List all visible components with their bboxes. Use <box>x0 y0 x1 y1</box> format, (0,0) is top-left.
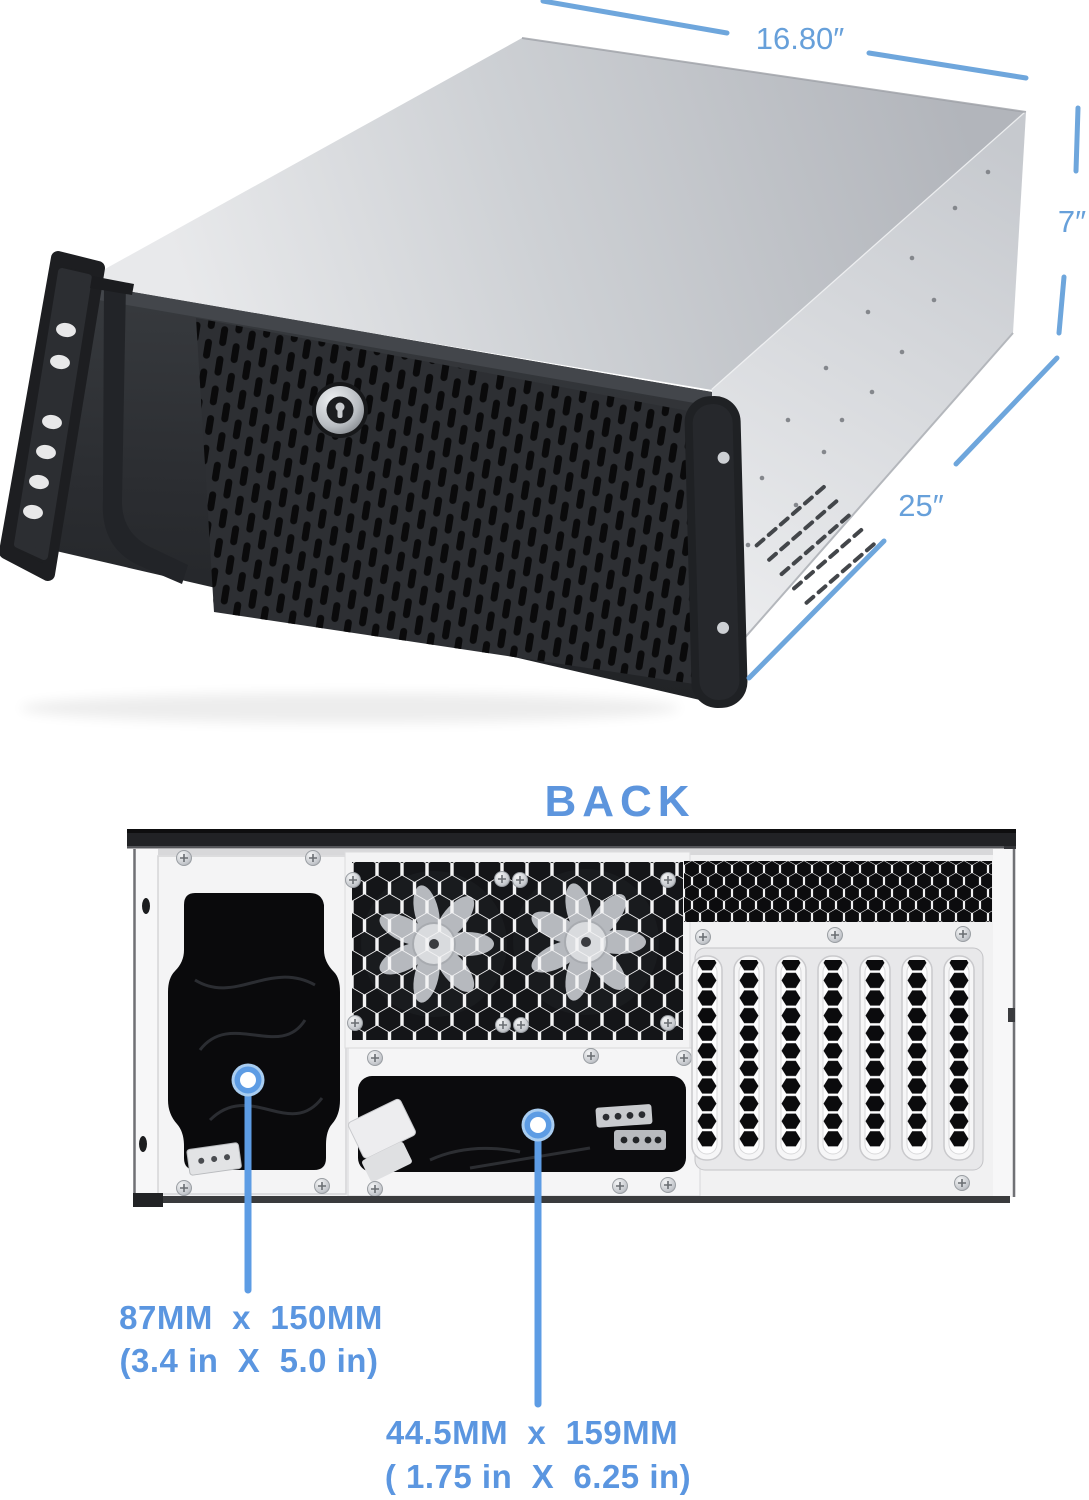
width-dim-label: 16.80″ <box>756 21 845 56</box>
floor-shadow <box>20 693 680 723</box>
left-handle-bar <box>102 280 188 584</box>
slot-vent-holes <box>697 960 975 1148</box>
chassis-iso-view <box>0 37 1027 723</box>
psu-cables <box>194 975 324 1122</box>
psu-callout-label-in: (3.4 in X 5.0 in) <box>120 1342 379 1379</box>
io-callout-dot <box>521 1108 555 1142</box>
screw <box>366 1049 384 1067</box>
depth-dim-line-lower <box>746 538 887 681</box>
screw <box>675 1049 693 1067</box>
fan-grille-section <box>344 851 691 1049</box>
front-lock <box>312 382 368 438</box>
screw <box>512 1016 530 1034</box>
screw <box>313 1177 331 1195</box>
flange-hole-bottom <box>139 1136 147 1152</box>
flange-hole-top <box>142 898 150 914</box>
io-callout-label-mm: 44.5MM x 159MM <box>386 1414 678 1451</box>
height-dim-line-top <box>1073 105 1081 174</box>
left-rack-ear <box>0 251 188 584</box>
front-top-bezel <box>75 282 712 406</box>
screw <box>582 1047 600 1065</box>
left-handle-hook <box>90 276 134 295</box>
side-bottom-edge <box>696 332 1014 693</box>
psu-connector <box>186 1142 242 1176</box>
back-top-rail <box>127 829 1016 848</box>
screw <box>175 1179 193 1197</box>
rear-vent-strip <box>684 861 992 922</box>
side-vent-louvers <box>754 484 876 605</box>
back-right-notch <box>1008 1008 1015 1022</box>
top-back-edge <box>521 37 1027 113</box>
dimension-annotations: 16.80″ 7″ 25″ <box>540 0 1086 681</box>
screw <box>659 1014 677 1032</box>
back-view-callouts: 87MM x 150MM (3.4 in X 5.0 in) 44.5MM x … <box>119 1063 691 1495</box>
chassis-back-view <box>127 829 1016 1207</box>
back-top-rail-edge <box>127 829 1016 833</box>
back-top-rail-highlight <box>127 846 1016 849</box>
psu-callout-dot <box>231 1063 265 1097</box>
io-callout-label-in: ( 1.75 in X 6.25 in) <box>385 1458 691 1495</box>
io-connector-large <box>347 1098 416 1182</box>
io-connector-molex-2 <box>614 1130 666 1150</box>
fan-left <box>360 870 508 1018</box>
handle-pin-top <box>717 451 730 464</box>
handle-pin-bottom <box>717 621 730 634</box>
screw <box>304 849 322 867</box>
screw <box>346 1014 364 1032</box>
screw <box>953 1174 971 1192</box>
screw <box>611 1177 629 1195</box>
back-bottom-rail-left <box>133 1193 163 1207</box>
psu-opening <box>168 893 340 1170</box>
back-bottom-rail <box>133 1196 1010 1203</box>
back-right-flange <box>993 849 1016 1197</box>
screw <box>366 1180 384 1198</box>
height-dim-line-bottom <box>1056 274 1067 336</box>
screw <box>511 871 529 889</box>
screw <box>659 1176 677 1194</box>
width-dim-line-left <box>540 0 730 36</box>
io-connector-molex-1 <box>595 1104 653 1128</box>
io-cables <box>429 1146 591 1170</box>
screw <box>826 926 844 944</box>
chassis-side-panel <box>697 112 1026 692</box>
depth-dim-line-upper <box>953 355 1060 467</box>
screw <box>494 1016 512 1034</box>
width-dim-line-right <box>866 50 1029 81</box>
side-rivet-dots <box>745 169 991 548</box>
right-rack-handle <box>684 395 748 709</box>
screw <box>493 870 511 888</box>
screw <box>954 925 972 943</box>
fan-right <box>512 868 660 1016</box>
depth-dim-label: 25″ <box>898 488 943 523</box>
screw <box>175 849 193 867</box>
psu-callout-label-mm: 87MM x 150MM <box>119 1299 383 1336</box>
back-view-heading: BACK <box>544 777 695 826</box>
screw <box>694 928 712 946</box>
screw <box>344 871 362 889</box>
screw <box>659 871 677 889</box>
psu-opening-section <box>157 849 347 1197</box>
expansion-slot-area <box>691 925 984 1192</box>
height-dim-label: 7″ <box>1058 204 1086 239</box>
ear-mount-holes <box>23 322 76 520</box>
chassis-top-panel <box>78 38 1026 390</box>
